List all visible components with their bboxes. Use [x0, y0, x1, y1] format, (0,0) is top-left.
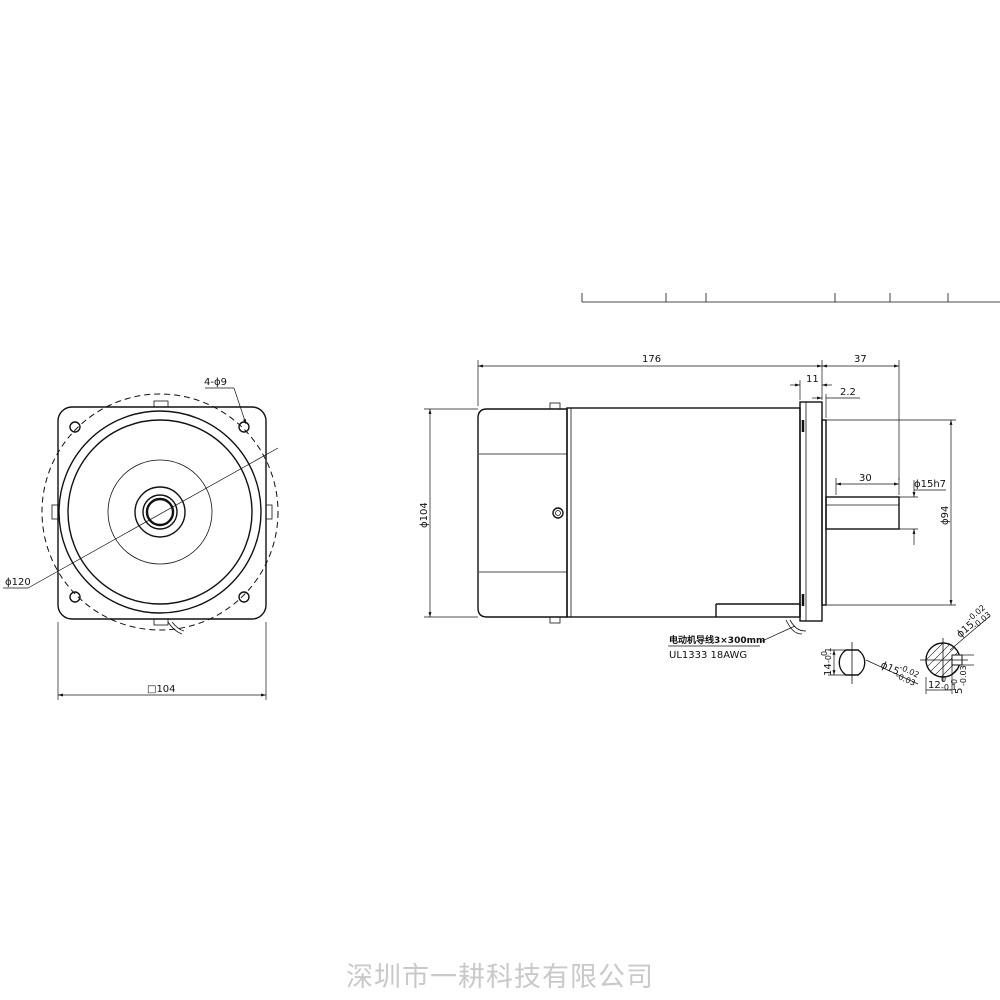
side-view: 176 37 11 2.2 30 ϕ15h7 ϕ104 — [419, 354, 956, 661]
output-shaft — [825, 496, 900, 530]
shaft-dia-label: ϕ15h7 — [914, 479, 946, 490]
bolt-holes — [69, 421, 250, 603]
key-width-tol-lower: -0.03 — [959, 665, 968, 686]
key-width: 5 — [954, 688, 965, 694]
reference-scale-bar — [581, 293, 1000, 303]
spigot-dia-label: ϕ94 — [940, 506, 951, 525]
rear-end-cap — [477, 408, 568, 618]
bolt-holes-label: 4-ϕ9 — [204, 377, 227, 388]
pcd-circle — [41, 393, 279, 631]
key-height-tol-upper: 0 — [941, 675, 946, 684]
lead-wire-spec: UL1333 18AWG — [669, 650, 747, 661]
lead-wire-label: 电动机导线3×300mm — [669, 634, 765, 646]
body-dia-label: ϕ104 — [419, 502, 430, 528]
shaft-section-d-cut: 14 -0.1 0 ϕ15 -0.02 -0.03 — [820, 642, 921, 688]
screw — [552, 507, 564, 519]
motor-body — [566, 407, 801, 618]
d-cut-height: 14 — [823, 663, 834, 676]
shaft-hub — [134, 486, 186, 538]
spigot-label: 2.2 — [840, 387, 856, 398]
d-cut-height-tol: -0.1 — [824, 647, 833, 663]
length-label: 176 — [642, 354, 661, 365]
company-watermark: 深圳市一耕科技有限公司 — [346, 962, 654, 993]
key-height-tol-lower: -0.1 — [941, 683, 957, 692]
key-length-label: 30 — [859, 473, 872, 484]
key-height: 12 — [928, 680, 941, 691]
shaft-length-label: 37 — [854, 354, 867, 365]
pcd-label: ϕ120 — [5, 577, 31, 588]
front-view: ϕ120 4-ϕ9 □104 — [3, 377, 279, 700]
flange-label: □104 — [147, 684, 176, 695]
front-flange — [799, 401, 823, 622]
key-width-tol-upper: 0 — [950, 679, 959, 684]
shaft-section-keyway: 12 0 -0.1 5 0 -0.03 ϕ15 -0.02 -0.03 — [920, 603, 993, 694]
flange-thickness-label: 11 — [806, 374, 819, 385]
d-cut-height-tol-upper: 0 — [820, 651, 829, 656]
